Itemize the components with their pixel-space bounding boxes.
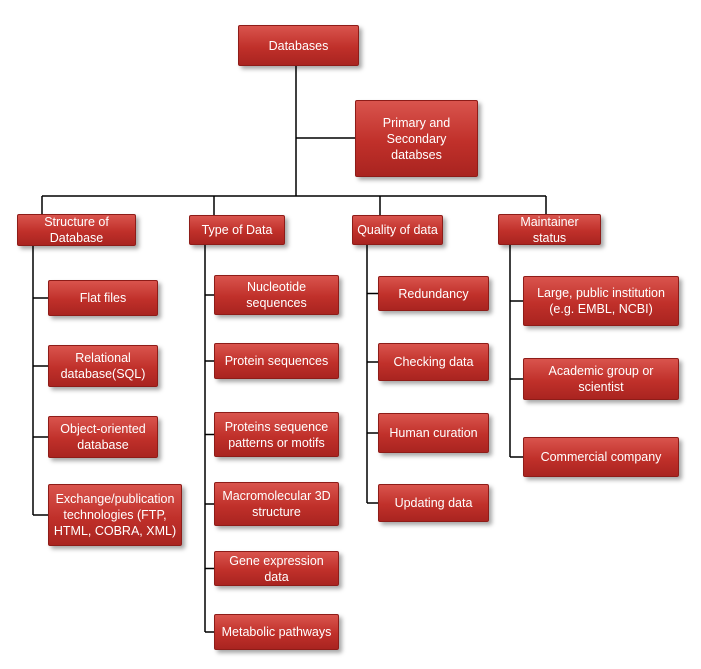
item-academic-group: Academic group or scientist: [523, 358, 679, 400]
category-type-of-data: Type of Data: [189, 215, 285, 245]
item-updating-data: Updating data: [378, 484, 489, 522]
item-gene-expression-data: Gene expression data: [214, 551, 339, 586]
item-checking-data: Checking data: [378, 343, 489, 381]
category-quality-of-data: Quality of data: [352, 215, 443, 245]
item-flat-files: Flat files: [48, 280, 158, 316]
item-nucleotide-sequences: Nucleotide sequences: [214, 275, 339, 315]
item-relational-database: Relational database(SQL): [48, 345, 158, 387]
node-primary-secondary-databases: Primary and Secondary databses: [355, 100, 478, 177]
category-maintainer-status: Maintainer status: [498, 214, 601, 245]
item-large-public-institution: Large, public institution (e.g. EMBL, NC…: [523, 276, 679, 326]
item-exchange-publication-technologies: Exchange/publication technologies (FTP, …: [48, 484, 182, 546]
item-human-curation: Human curation: [378, 413, 489, 453]
item-sequence-patterns-motifs: Proteins sequence patterns or motifs: [214, 412, 339, 457]
item-object-oriented-database: Object-oriented database: [48, 416, 158, 458]
category-structure-of-database: Structure of Database: [17, 214, 136, 246]
item-metabolic-pathways: Metabolic pathways: [214, 614, 339, 650]
item-redundancy: Redundancy: [378, 276, 489, 311]
item-macromolecular-3d-structure: Macromolecular 3D structure: [214, 482, 339, 526]
item-commercial-company: Commercial company: [523, 437, 679, 477]
root-node-databases: Databases: [238, 25, 359, 66]
item-protein-sequences: Protein sequences: [214, 343, 339, 379]
